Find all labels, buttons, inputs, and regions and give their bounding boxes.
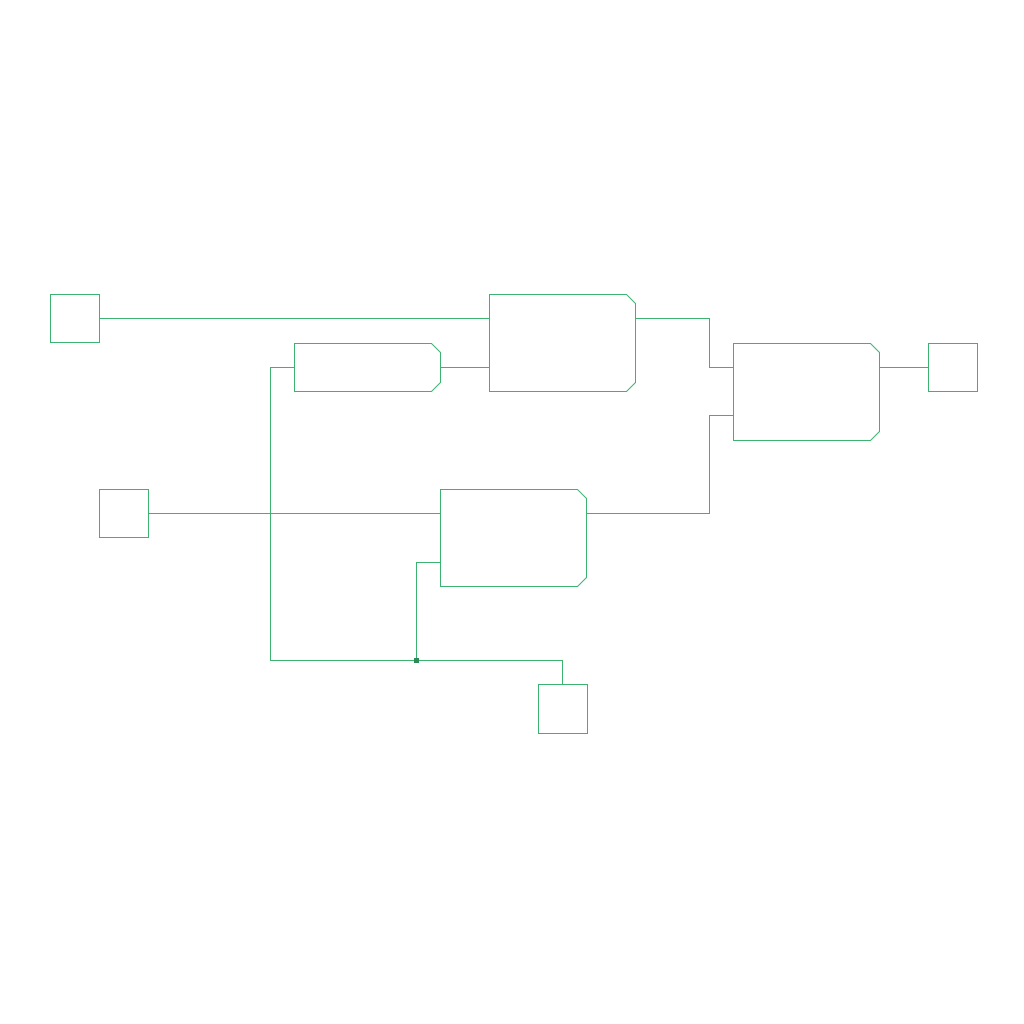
junctions-layer	[414, 658, 419, 663]
port-in-2	[99, 489, 149, 538]
wire-3	[635, 318, 734, 368]
wire-6	[586, 415, 734, 514]
port-out-1	[928, 343, 978, 392]
gate-2	[489, 294, 636, 392]
gate-1	[294, 343, 441, 392]
wire-7	[270, 367, 563, 685]
gate-4	[440, 489, 587, 587]
ports-layer	[50, 294, 978, 734]
port-in-3	[538, 684, 588, 734]
wires-layer	[99, 318, 929, 685]
wire-8	[416, 562, 441, 661]
junction-1	[414, 658, 419, 663]
port-in-1	[50, 294, 100, 343]
gates-layer	[294, 294, 880, 587]
gate-3	[733, 343, 880, 441]
